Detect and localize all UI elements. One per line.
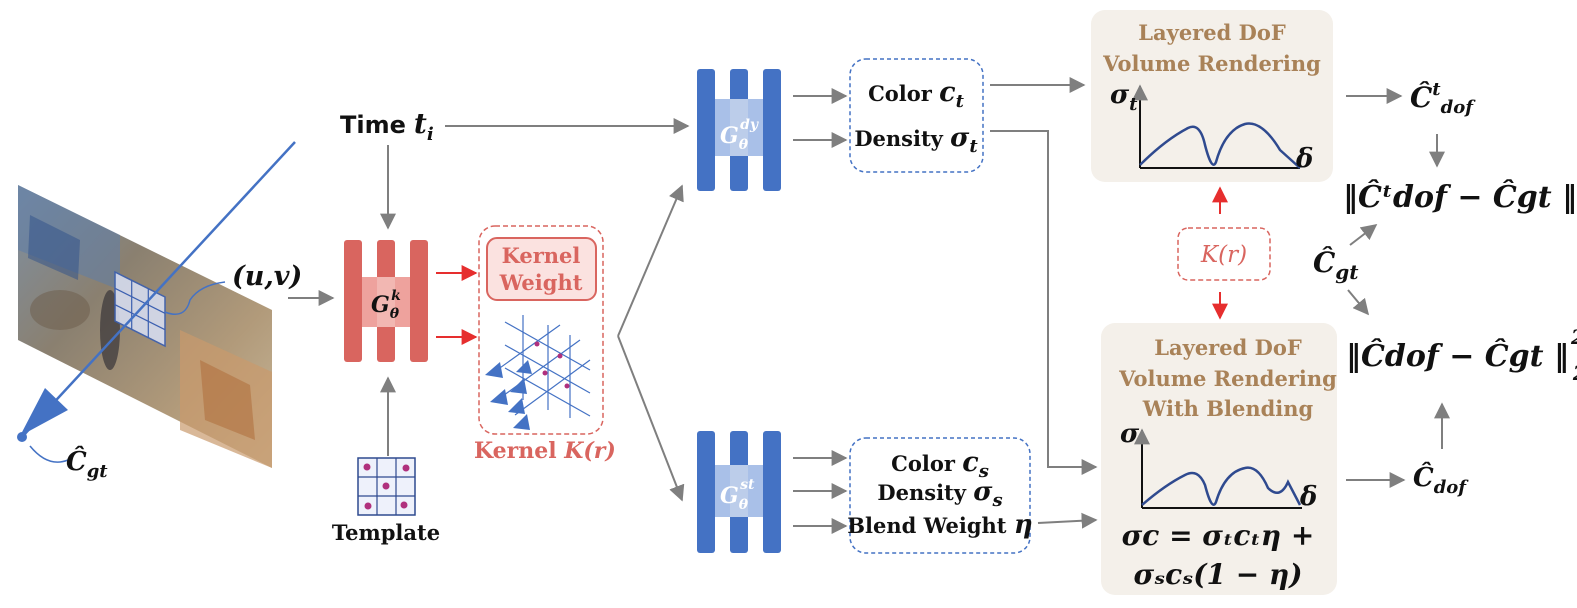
loss-top: ‖Ĉᵗdof − Ĉgt ‖22 bbox=[1343, 166, 1577, 226]
kernel-network-label: Gθk bbox=[371, 288, 401, 322]
camera-ray bbox=[21, 141, 296, 438]
static-density-label: Density σs bbox=[877, 477, 1002, 511]
static-outputs-box: Color cs Density σs Blend Weight η bbox=[847, 437, 1033, 554]
arrow-density-to-render-bottom bbox=[990, 130, 1098, 475]
render-bottom-y-axis: σ bbox=[1120, 419, 1140, 449]
blend-formula-line2: σₛcₛ(1 − η) bbox=[1133, 558, 1302, 591]
render-top-curve bbox=[1139, 122, 1301, 169]
render-bottom-title-line1: Layered DoF bbox=[1154, 335, 1302, 360]
static-network: Gθst bbox=[697, 431, 781, 553]
render-top-panel: Layered DoF Volume Rendering σt δ bbox=[1091, 10, 1333, 182]
kernel-rays-illustration bbox=[489, 315, 591, 418]
camera-icon bbox=[20, 388, 68, 436]
render-bottom-x-axis: δ bbox=[1299, 482, 1317, 512]
arrow-cgt-to-loss-top bbox=[1349, 224, 1378, 246]
render-top-title-line1: Layered DoF bbox=[1138, 20, 1286, 45]
arrow-kernel-to-static-net bbox=[617, 335, 685, 502]
k-badge-label: K(r) bbox=[1200, 242, 1247, 268]
arrow-kernel-to-dynamic-net bbox=[617, 184, 684, 337]
static-blend-label: Blend Weight η bbox=[847, 510, 1032, 540]
dynamic-density-label: Density σt bbox=[854, 123, 978, 157]
c-dof-label: Ĉdof bbox=[1413, 461, 1469, 498]
static-color-label: Color cs bbox=[891, 447, 989, 482]
render-bottom-title-line2: Volume Rendering bbox=[1118, 366, 1337, 391]
k-badge: K(r) bbox=[1177, 227, 1271, 281]
ct-dof-label: Ĉtdof bbox=[1410, 79, 1476, 118]
uv-label: (u,v) bbox=[232, 261, 302, 292]
kernel-box: Kernel Weight bbox=[478, 225, 604, 435]
c-gt-label: Ĉgt bbox=[1313, 245, 1359, 284]
arrow-static-to-render-bottom bbox=[1037, 512, 1098, 529]
gt-pointer bbox=[29, 445, 69, 463]
uv-pointer bbox=[164, 281, 226, 315]
render-bottom-panel: Layered DoF Volume Rendering With Blendi… bbox=[1101, 323, 1337, 595]
dynamic-color-label: Color ct bbox=[868, 77, 965, 112]
kernel-network: Gθk bbox=[344, 240, 428, 362]
render-top-x-axis: δ bbox=[1295, 144, 1313, 174]
render-top-y-axis: σt bbox=[1110, 80, 1138, 115]
template-grid bbox=[357, 457, 416, 516]
kernel-weight-label-line1: Kernel bbox=[502, 243, 581, 268]
loss-bottom: ‖Ĉdof − Ĉgt ‖22 bbox=[1346, 325, 1577, 385]
kernel-caption: Kernel K(r) bbox=[474, 438, 616, 464]
camera-center-dot bbox=[17, 432, 27, 442]
render-bottom-curve bbox=[1141, 466, 1302, 506]
static-network-label: Gθst bbox=[720, 477, 755, 513]
kernel-weight-label-line2: Weight bbox=[499, 270, 583, 295]
input-gt-label: Ĉgt bbox=[66, 445, 108, 482]
arrow-cgt-to-loss-bottom bbox=[1347, 289, 1370, 316]
template-label: Template bbox=[332, 520, 440, 545]
dynamic-network: Gθdy bbox=[697, 69, 781, 191]
render-top-title-line2: Volume Rendering bbox=[1102, 51, 1321, 76]
render-bottom-title-line3: With Blending bbox=[1142, 396, 1314, 421]
input-image bbox=[18, 185, 272, 468]
blend-formula-line1: σc = σₜcₜη + bbox=[1122, 519, 1315, 552]
dynamic-outputs-box: Color ct Density σt bbox=[849, 58, 984, 173]
dynamic-network-label: Gθdy bbox=[720, 117, 759, 153]
